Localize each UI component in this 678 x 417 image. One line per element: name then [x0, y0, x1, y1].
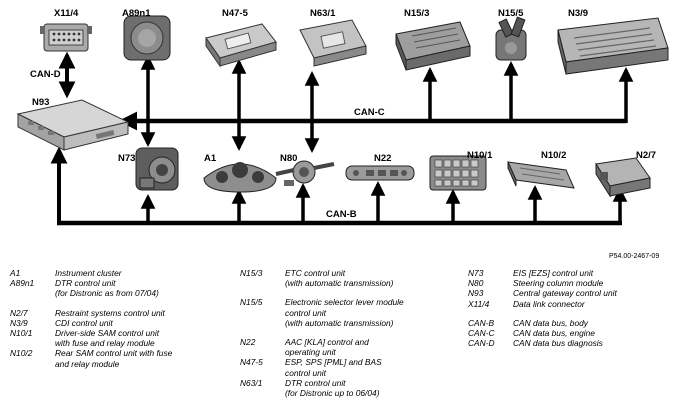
reference-number: P54.00-2467-09 [609, 253, 660, 260]
n47-5-control-unit-image [205, 23, 277, 68]
label-n73: N73 [118, 153, 136, 164]
label-a1: A1 [204, 153, 217, 164]
label-can-b: CAN-B [326, 209, 357, 220]
n15-5-control-unit-image [495, 16, 527, 61]
label-can-c: CAN-C [354, 107, 385, 118]
can-c-bus [118, 55, 634, 153]
n80-steering-column-module-image [275, 160, 335, 186]
a1-instrument-cluster-image [203, 162, 277, 193]
label-n15-5: N15/5 [498, 8, 524, 19]
label-n22: N22 [374, 153, 392, 164]
n3-9-control-unit-image [557, 17, 669, 75]
label-n80: N80 [280, 153, 298, 164]
n2-7-control-unit-image [595, 157, 651, 198]
n22-control-unit-image [345, 165, 415, 181]
label-n47-5: N47-5 [222, 8, 248, 19]
label-n15-3: N15/3 [404, 8, 430, 19]
can-b-bus [50, 146, 628, 226]
can-network-diagram: X11/4 A89n1 N47-5 N63/1 N15/3 N15/5 N3/9… [16, 8, 669, 226]
a89n1-control-unit-image [123, 15, 171, 61]
label-n63-1: N63/1 [310, 8, 336, 19]
n63-1-control-unit-image [299, 19, 367, 67]
label-n93: N93 [32, 97, 50, 108]
label-n10-1: N10/1 [467, 150, 493, 161]
x11-4-connector-image [40, 23, 92, 52]
label-x11-4: X11/4 [54, 8, 79, 19]
label-n3-9: N3/9 [568, 8, 589, 19]
label-can-d: CAN-D [30, 69, 61, 80]
n10-1-control-unit-image [429, 155, 487, 191]
n73-control-unit-image [135, 147, 179, 191]
label-n10-2: N10/2 [541, 150, 567, 161]
label-a89n1: A89n1 [122, 8, 151, 19]
label-n2-7: N2/7 [636, 150, 657, 161]
n10-2-control-unit-image [507, 161, 575, 189]
n93-control-unit-image [16, 99, 130, 151]
n15-3-control-unit-image [395, 21, 471, 71]
